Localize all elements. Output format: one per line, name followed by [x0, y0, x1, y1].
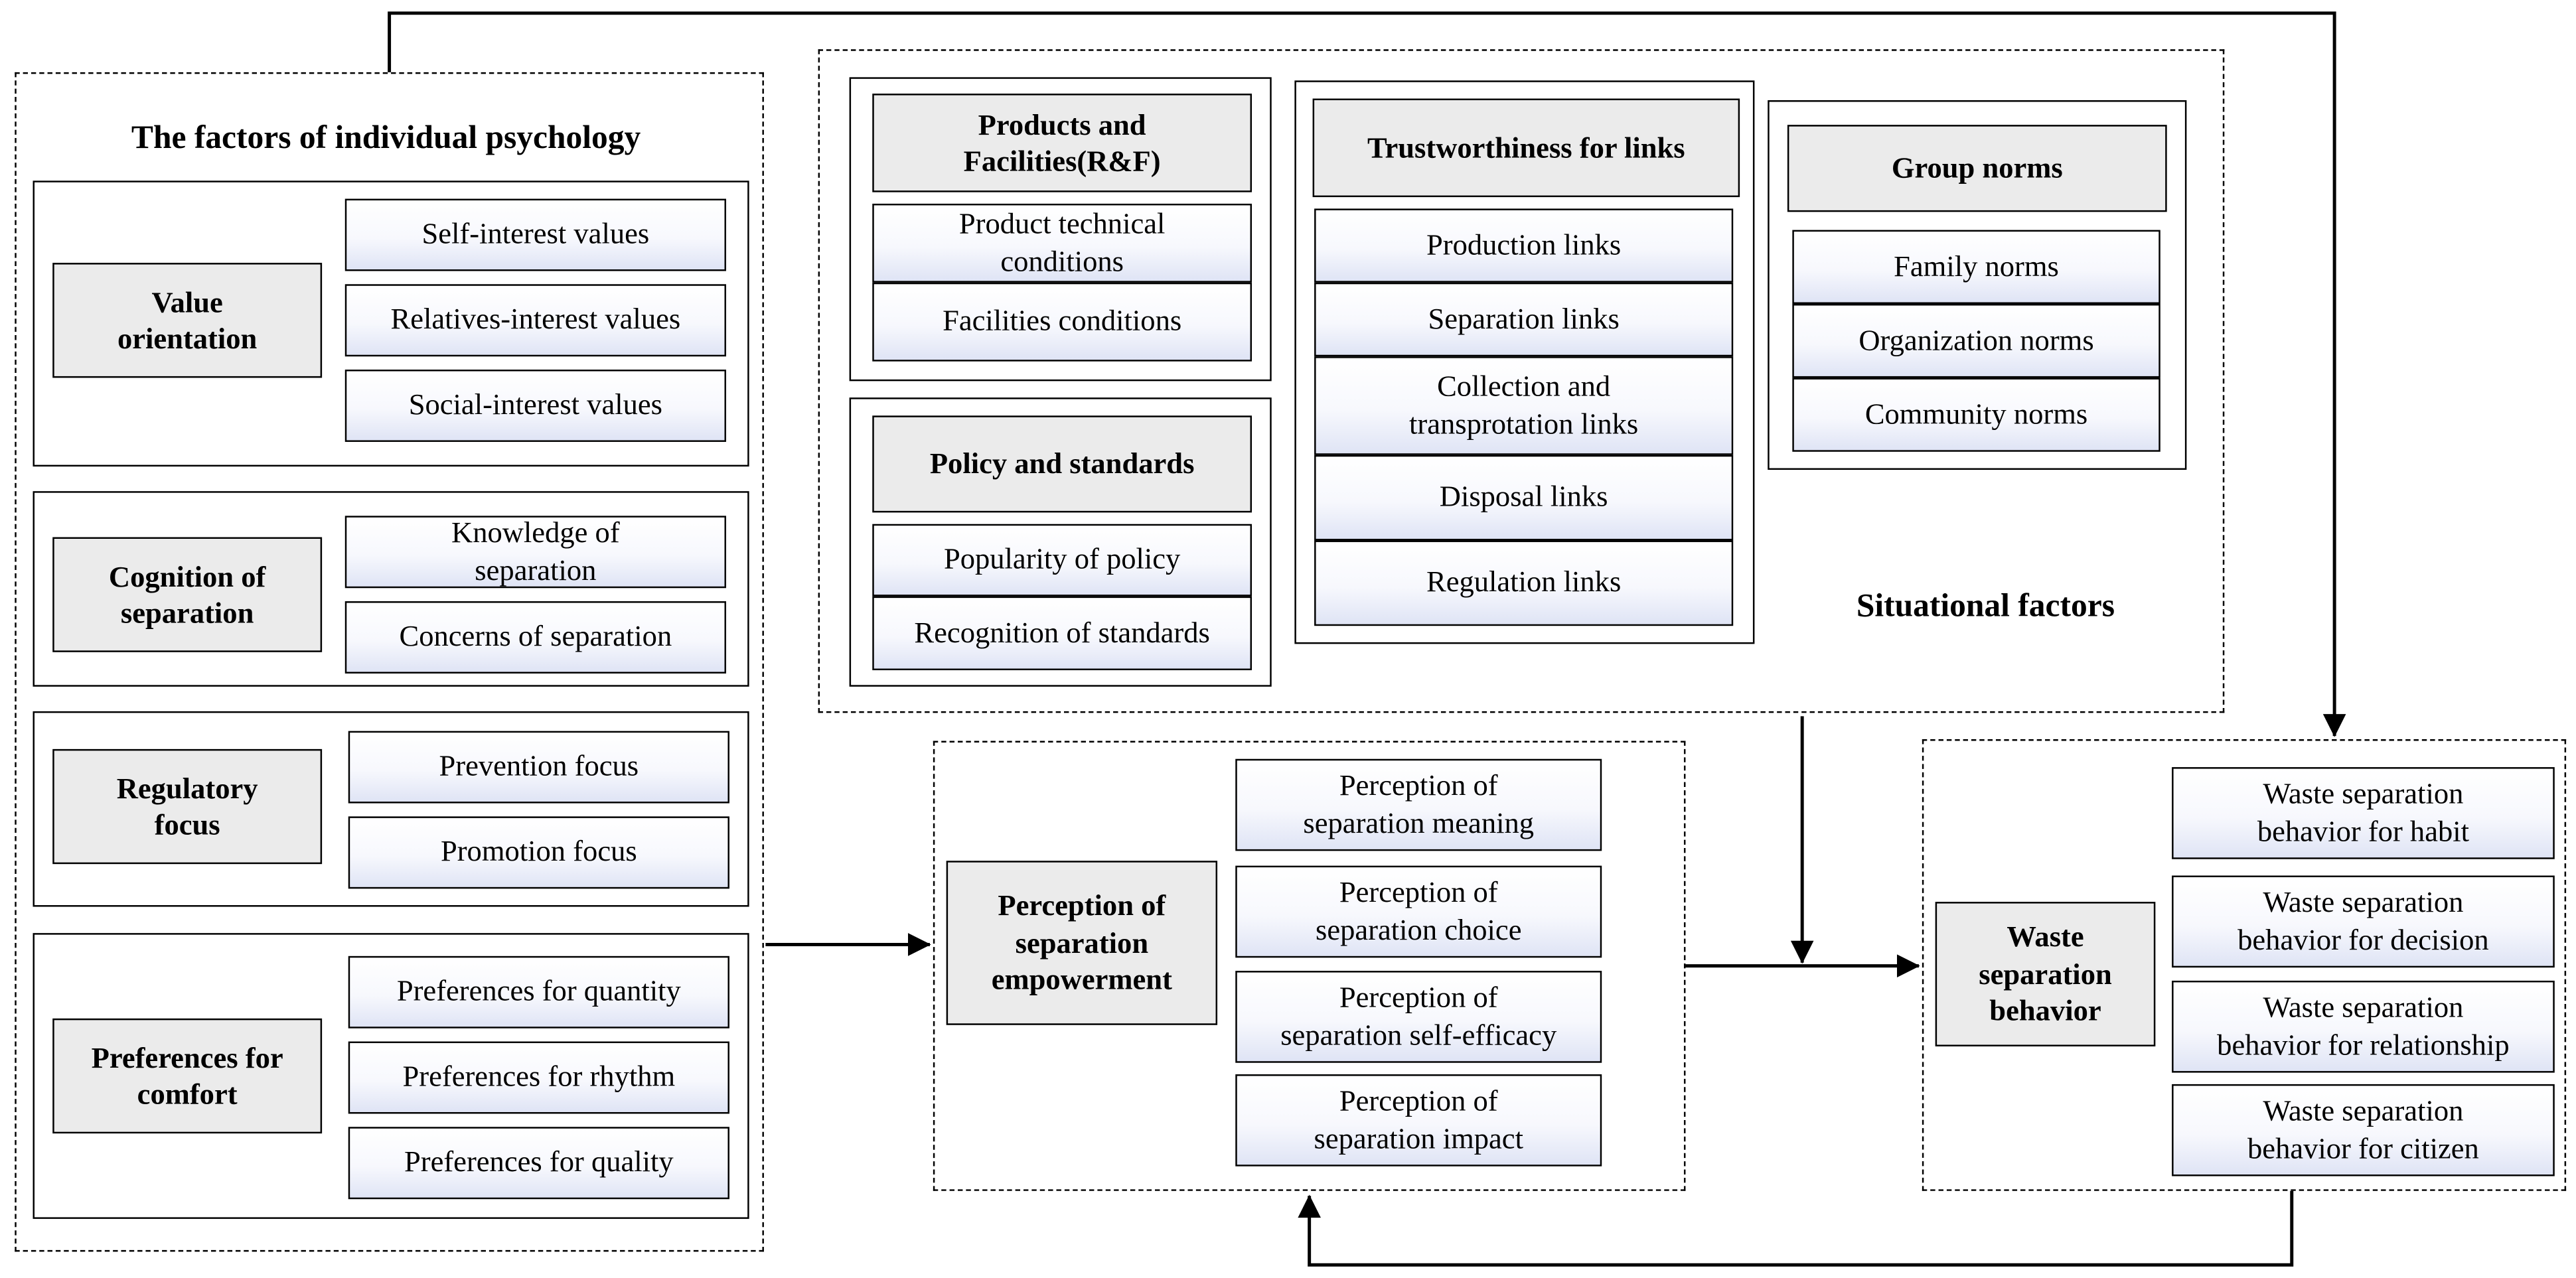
psychology-group — [15, 72, 764, 1252]
popularity-of-policy: Popularity of policy — [872, 524, 1252, 597]
value-orientation-panel — [33, 180, 749, 467]
empowerment-header: Perception of separation empowerment — [946, 861, 1218, 1025]
preferences-for-quantity: Preferences for quantity — [348, 956, 729, 1029]
disposal-links: Disposal links — [1314, 455, 1734, 541]
community-norms: Community norms — [1792, 378, 2160, 452]
perception-separation-impact: Perception of separation impact — [1235, 1074, 1602, 1167]
product-technical-conditions: Product technical conditions — [872, 203, 1252, 283]
preferences-for-quality: Preferences for quality — [348, 1127, 729, 1200]
empowerment-group — [933, 741, 1686, 1191]
group-norms-panel — [1768, 100, 2187, 470]
collection-transportation-links: Collection and transprotation links — [1314, 356, 1734, 455]
situational-group — [818, 49, 2225, 713]
behavior-group — [1922, 739, 2567, 1191]
comfort-panel — [33, 933, 749, 1219]
value-orientation-header: Value orientation — [52, 263, 323, 378]
behavior-for-decision: Waste separation behavior for decision — [2172, 875, 2555, 968]
policy-panel — [849, 397, 1272, 687]
behavior-for-relationship: Waste separation behavior for relationsh… — [2172, 980, 2555, 1073]
behavior-for-habit: Waste separation behavior for habit — [2172, 767, 2555, 859]
promotion-focus: Promotion focus — [348, 816, 729, 889]
perception-separation-meaning: Perception of separation meaning — [1235, 758, 1602, 851]
social-interest-values: Social-interest values — [344, 370, 726, 442]
separation-links: Separation links — [1314, 282, 1734, 357]
products-panel — [849, 77, 1272, 382]
trust-panel — [1294, 80, 1755, 644]
behavior-header: Waste separation behavior — [1935, 902, 2156, 1046]
knowledge-of-separation: Knowledge of separation — [344, 515, 726, 589]
prevention-focus: Prevention focus — [348, 731, 729, 804]
regulatory-header: Regulatory focus — [52, 748, 323, 865]
arrow-feedback-to-empowerment — [1298, 1190, 2294, 1267]
situational-factors-label: Situational factors — [1856, 588, 2115, 624]
perception-separation-choice: Perception of separation choice — [1235, 865, 1602, 958]
regulatory-panel — [33, 711, 749, 907]
arrow-psychology-to-behavior — [388, 11, 2346, 737]
organization-norms: Organization norms — [1792, 303, 2160, 378]
facilities-conditions: Facilities conditions — [872, 282, 1252, 362]
comfort-header: Preferences for comfort — [52, 1018, 323, 1134]
family-norms: Family norms — [1792, 230, 2160, 304]
recognition-of-standards: Recognition of standards — [872, 596, 1252, 671]
perception-separation-self-efficacy: Perception of separation self-efficacy — [1235, 971, 1602, 1063]
regulation-links: Regulation links — [1314, 540, 1734, 626]
policy-header: Policy and standards — [872, 415, 1252, 513]
self-interest-values: Self-interest values — [344, 198, 726, 271]
concerns-of-separation: Concerns of separation — [344, 601, 726, 674]
psychology-title: The factors of individual psychology — [131, 119, 641, 157]
cognition-header: Cognition of separation — [52, 537, 323, 652]
preferences-for-rhythm: Preferences for rhythm — [348, 1041, 729, 1114]
group-norms-header: Group norms — [1787, 125, 2167, 212]
relatives-interest-values: Relatives-interest values — [344, 284, 726, 357]
trust-header: Trustworthiness for links — [1312, 98, 1740, 198]
cognition-panel — [33, 491, 749, 687]
products-header: Products and Facilities(R&F) — [872, 94, 1252, 192]
production-links: Production links — [1314, 208, 1734, 283]
behavior-for-citizen: Waste separation behavior for citizen — [2172, 1084, 2555, 1176]
